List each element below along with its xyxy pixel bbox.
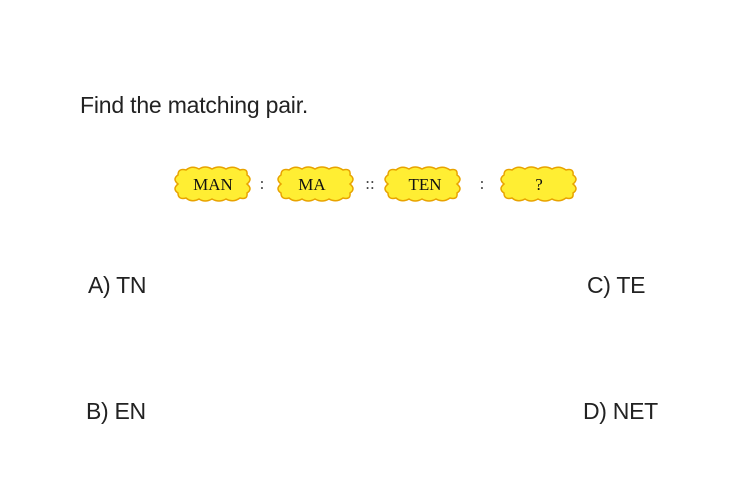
option-d[interactable]: D) NET xyxy=(583,398,658,424)
analogy-separator-3: : xyxy=(480,174,485,193)
analogy-cloud-3: TEN xyxy=(384,166,461,202)
analogy-separator-2: :: xyxy=(365,174,374,193)
analogy-term-4: ? xyxy=(535,175,543,194)
analogy-graphic: MAN : MA :: TEN : ? xyxy=(174,166,577,202)
analogy-figure: MAN : MA :: TEN : ? xyxy=(172,165,582,203)
analogy-cloud-1: MAN xyxy=(174,166,251,202)
option-b[interactable]: B) EN xyxy=(86,398,146,424)
question-prompt: Find the matching pair. xyxy=(80,92,309,118)
analogy-cloud-2: MA xyxy=(277,166,354,202)
analogy-term-1: MAN xyxy=(193,175,233,194)
analogy-term-3: TEN xyxy=(408,175,441,194)
option-c[interactable]: C) TE xyxy=(587,272,646,298)
analogy-separator-1: : xyxy=(260,174,265,193)
option-a[interactable]: A) TN xyxy=(88,272,147,298)
analogy-cloud-4: ? xyxy=(500,166,577,202)
analogy-term-2: MA xyxy=(298,175,326,194)
